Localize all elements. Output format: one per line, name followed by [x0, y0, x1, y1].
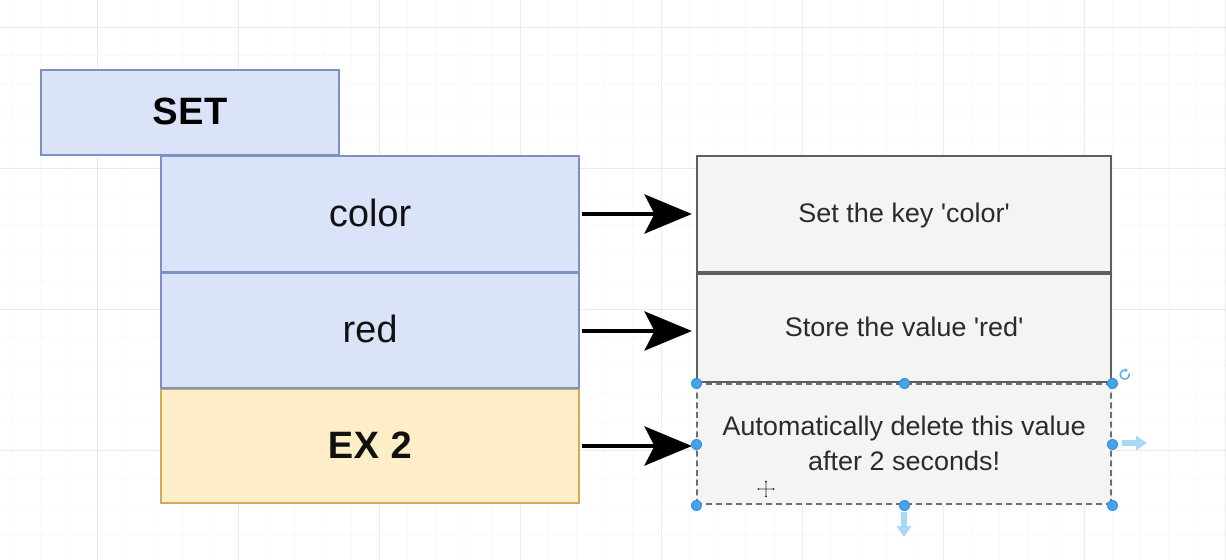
- selection-handle-middle-left[interactable]: [691, 439, 702, 450]
- note-label-key: Set the key 'color': [798, 198, 1010, 229]
- selection-handle-bottom-right[interactable]: [1107, 500, 1118, 511]
- note-box-expiry[interactable]: Automatically delete this value after 2 …: [696, 383, 1112, 505]
- note-box-key[interactable]: Set the key 'color': [696, 155, 1112, 273]
- command-arg-value-label: red: [342, 309, 398, 351]
- selection-handle-top-right[interactable]: [1107, 378, 1118, 389]
- selection-handle-bottom-center[interactable]: [899, 500, 910, 511]
- command-name-box[interactable]: SET: [40, 69, 340, 156]
- selection-handle-top-center[interactable]: [899, 378, 910, 389]
- selection-handle-top-left[interactable]: [691, 378, 702, 389]
- connect-hint-down-icon[interactable]: [895, 512, 913, 543]
- command-arg-key-box[interactable]: color: [160, 155, 580, 273]
- note-box-value[interactable]: Store the value 'red': [696, 273, 1112, 383]
- note-label-value: Store the value 'red': [784, 312, 1024, 343]
- rotate-icon[interactable]: [1118, 368, 1132, 386]
- note-label-expiry: Automatically delete this value after 2 …: [722, 410, 1086, 476]
- command-arg-option-box[interactable]: EX 2: [160, 388, 580, 504]
- selection-handle-middle-right[interactable]: [1107, 439, 1118, 450]
- command-name-label: SET: [152, 91, 228, 133]
- command-arg-option-label: EX 2: [327, 424, 413, 467]
- command-arg-value-box[interactable]: red: [160, 272, 580, 389]
- connect-hint-right-icon[interactable]: [1122, 434, 1148, 457]
- command-arg-key-label: color: [328, 192, 412, 235]
- selection-handle-bottom-left[interactable]: [691, 500, 702, 511]
